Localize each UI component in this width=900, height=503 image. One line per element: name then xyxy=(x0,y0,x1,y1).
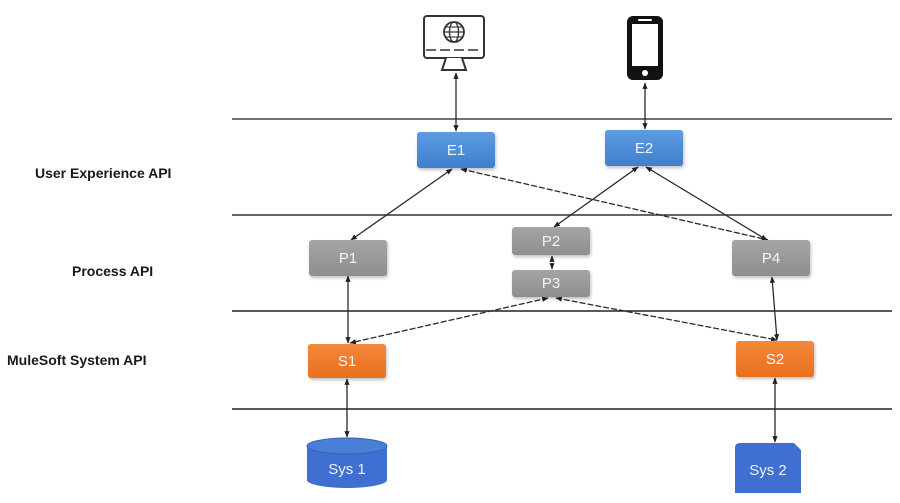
node-E2[interactable]: E2 xyxy=(605,130,683,166)
mobile-phone-icon[interactable] xyxy=(627,16,663,80)
node-Sys2[interactable]: Sys 2 xyxy=(749,461,787,479)
edge-p3-s2 xyxy=(555,296,778,342)
desktop-globe-icon[interactable] xyxy=(423,15,485,71)
node-P2[interactable]: P2 xyxy=(512,227,590,255)
edge-e1-p1 xyxy=(350,168,453,241)
node-S2[interactable]: S2 xyxy=(736,341,814,377)
edge-e1-p4 xyxy=(460,167,769,242)
node-S1[interactable]: S1 xyxy=(308,344,386,378)
node-E1[interactable]: E1 xyxy=(417,132,495,168)
edge-p3-s1 xyxy=(349,296,549,345)
node-P1[interactable]: P1 xyxy=(309,240,387,276)
node-P3[interactable]: P3 xyxy=(512,270,590,297)
edge-p4-s2 xyxy=(769,276,780,341)
edge-e2-p4 xyxy=(645,166,768,241)
edge-e2-p2 xyxy=(553,166,639,228)
layer-label-process: Process API xyxy=(72,263,154,279)
layer-label-experience: User Experience API xyxy=(35,165,172,181)
sys1-database-shape xyxy=(306,437,388,488)
layer-label-system: MuleSoft System API xyxy=(7,352,147,368)
node-Sys1[interactable]: Sys 1 xyxy=(328,460,366,478)
node-P4[interactable]: P4 xyxy=(732,240,810,276)
sys2-shape xyxy=(735,443,801,493)
